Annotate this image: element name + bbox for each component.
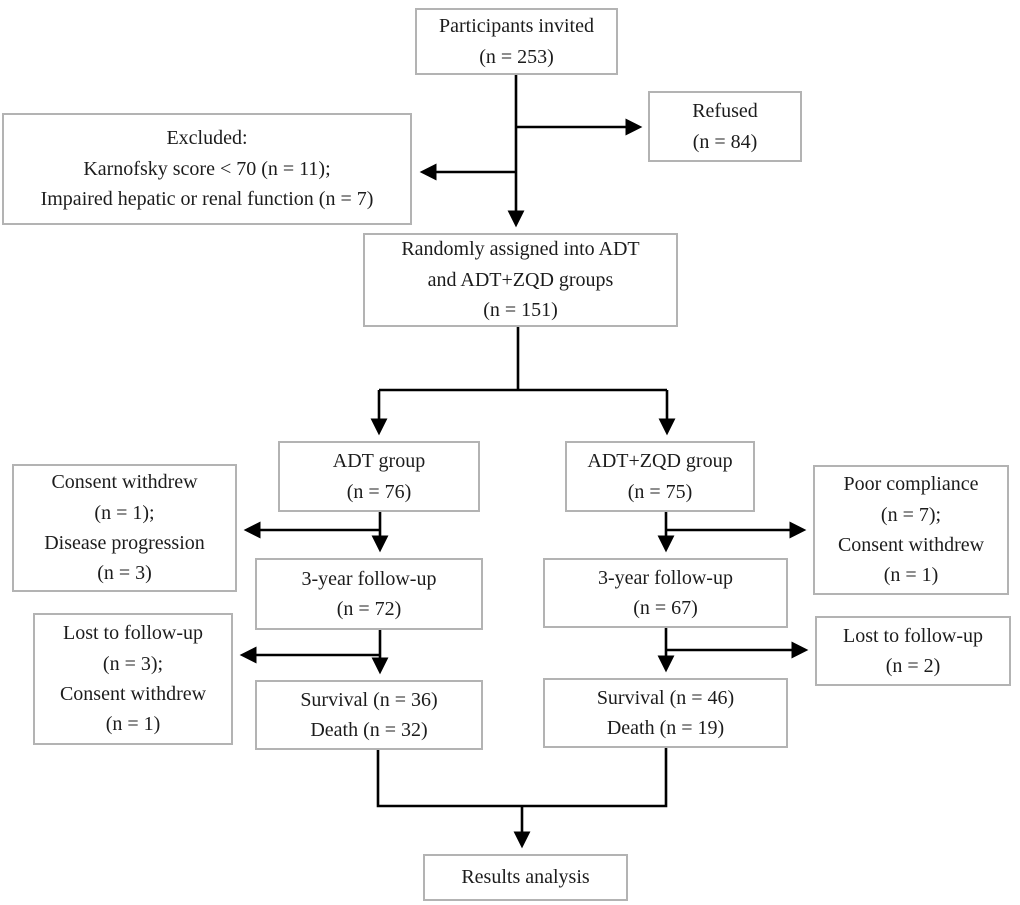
node-outcome-adt-zqd: Survival (n = 46) Death (n = 19) [543, 678, 788, 748]
node-lost-followup-adt-zqd: Lost to follow-up (n = 2) [815, 616, 1011, 686]
node-results-analysis: Results analysis [423, 854, 628, 901]
node-consent-withdrew-left: Consent withdrew (n = 1); Disease progre… [12, 464, 237, 592]
node-excluded: Excluded: Karnofsky score < 70 (n = 11);… [2, 113, 412, 225]
node-adt-zqd-group: ADT+ZQD group (n = 75) [565, 441, 755, 512]
node-randomized: Randomly assigned into ADT and ADT+ZQD g… [363, 233, 678, 327]
node-lost-followup-adt: Lost to follow-up (n = 3); Consent withd… [33, 613, 233, 745]
connector-outcomes-merge [376, 748, 668, 808]
node-followup-adt: 3-year follow-up (n = 72) [255, 558, 483, 630]
node-poor-compliance: Poor compliance (n = 7); Consent withdre… [813, 465, 1009, 595]
node-participants-invited: Participants invited (n = 253) [415, 8, 618, 75]
node-adt-group: ADT group (n = 76) [278, 441, 480, 512]
node-refused: Refused (n = 84) [648, 91, 802, 162]
node-outcome-adt: Survival (n = 36) Death (n = 32) [255, 680, 483, 750]
node-followup-adt-zqd: 3-year follow-up (n = 67) [543, 558, 788, 628]
connector-randomized-split [379, 327, 667, 392]
